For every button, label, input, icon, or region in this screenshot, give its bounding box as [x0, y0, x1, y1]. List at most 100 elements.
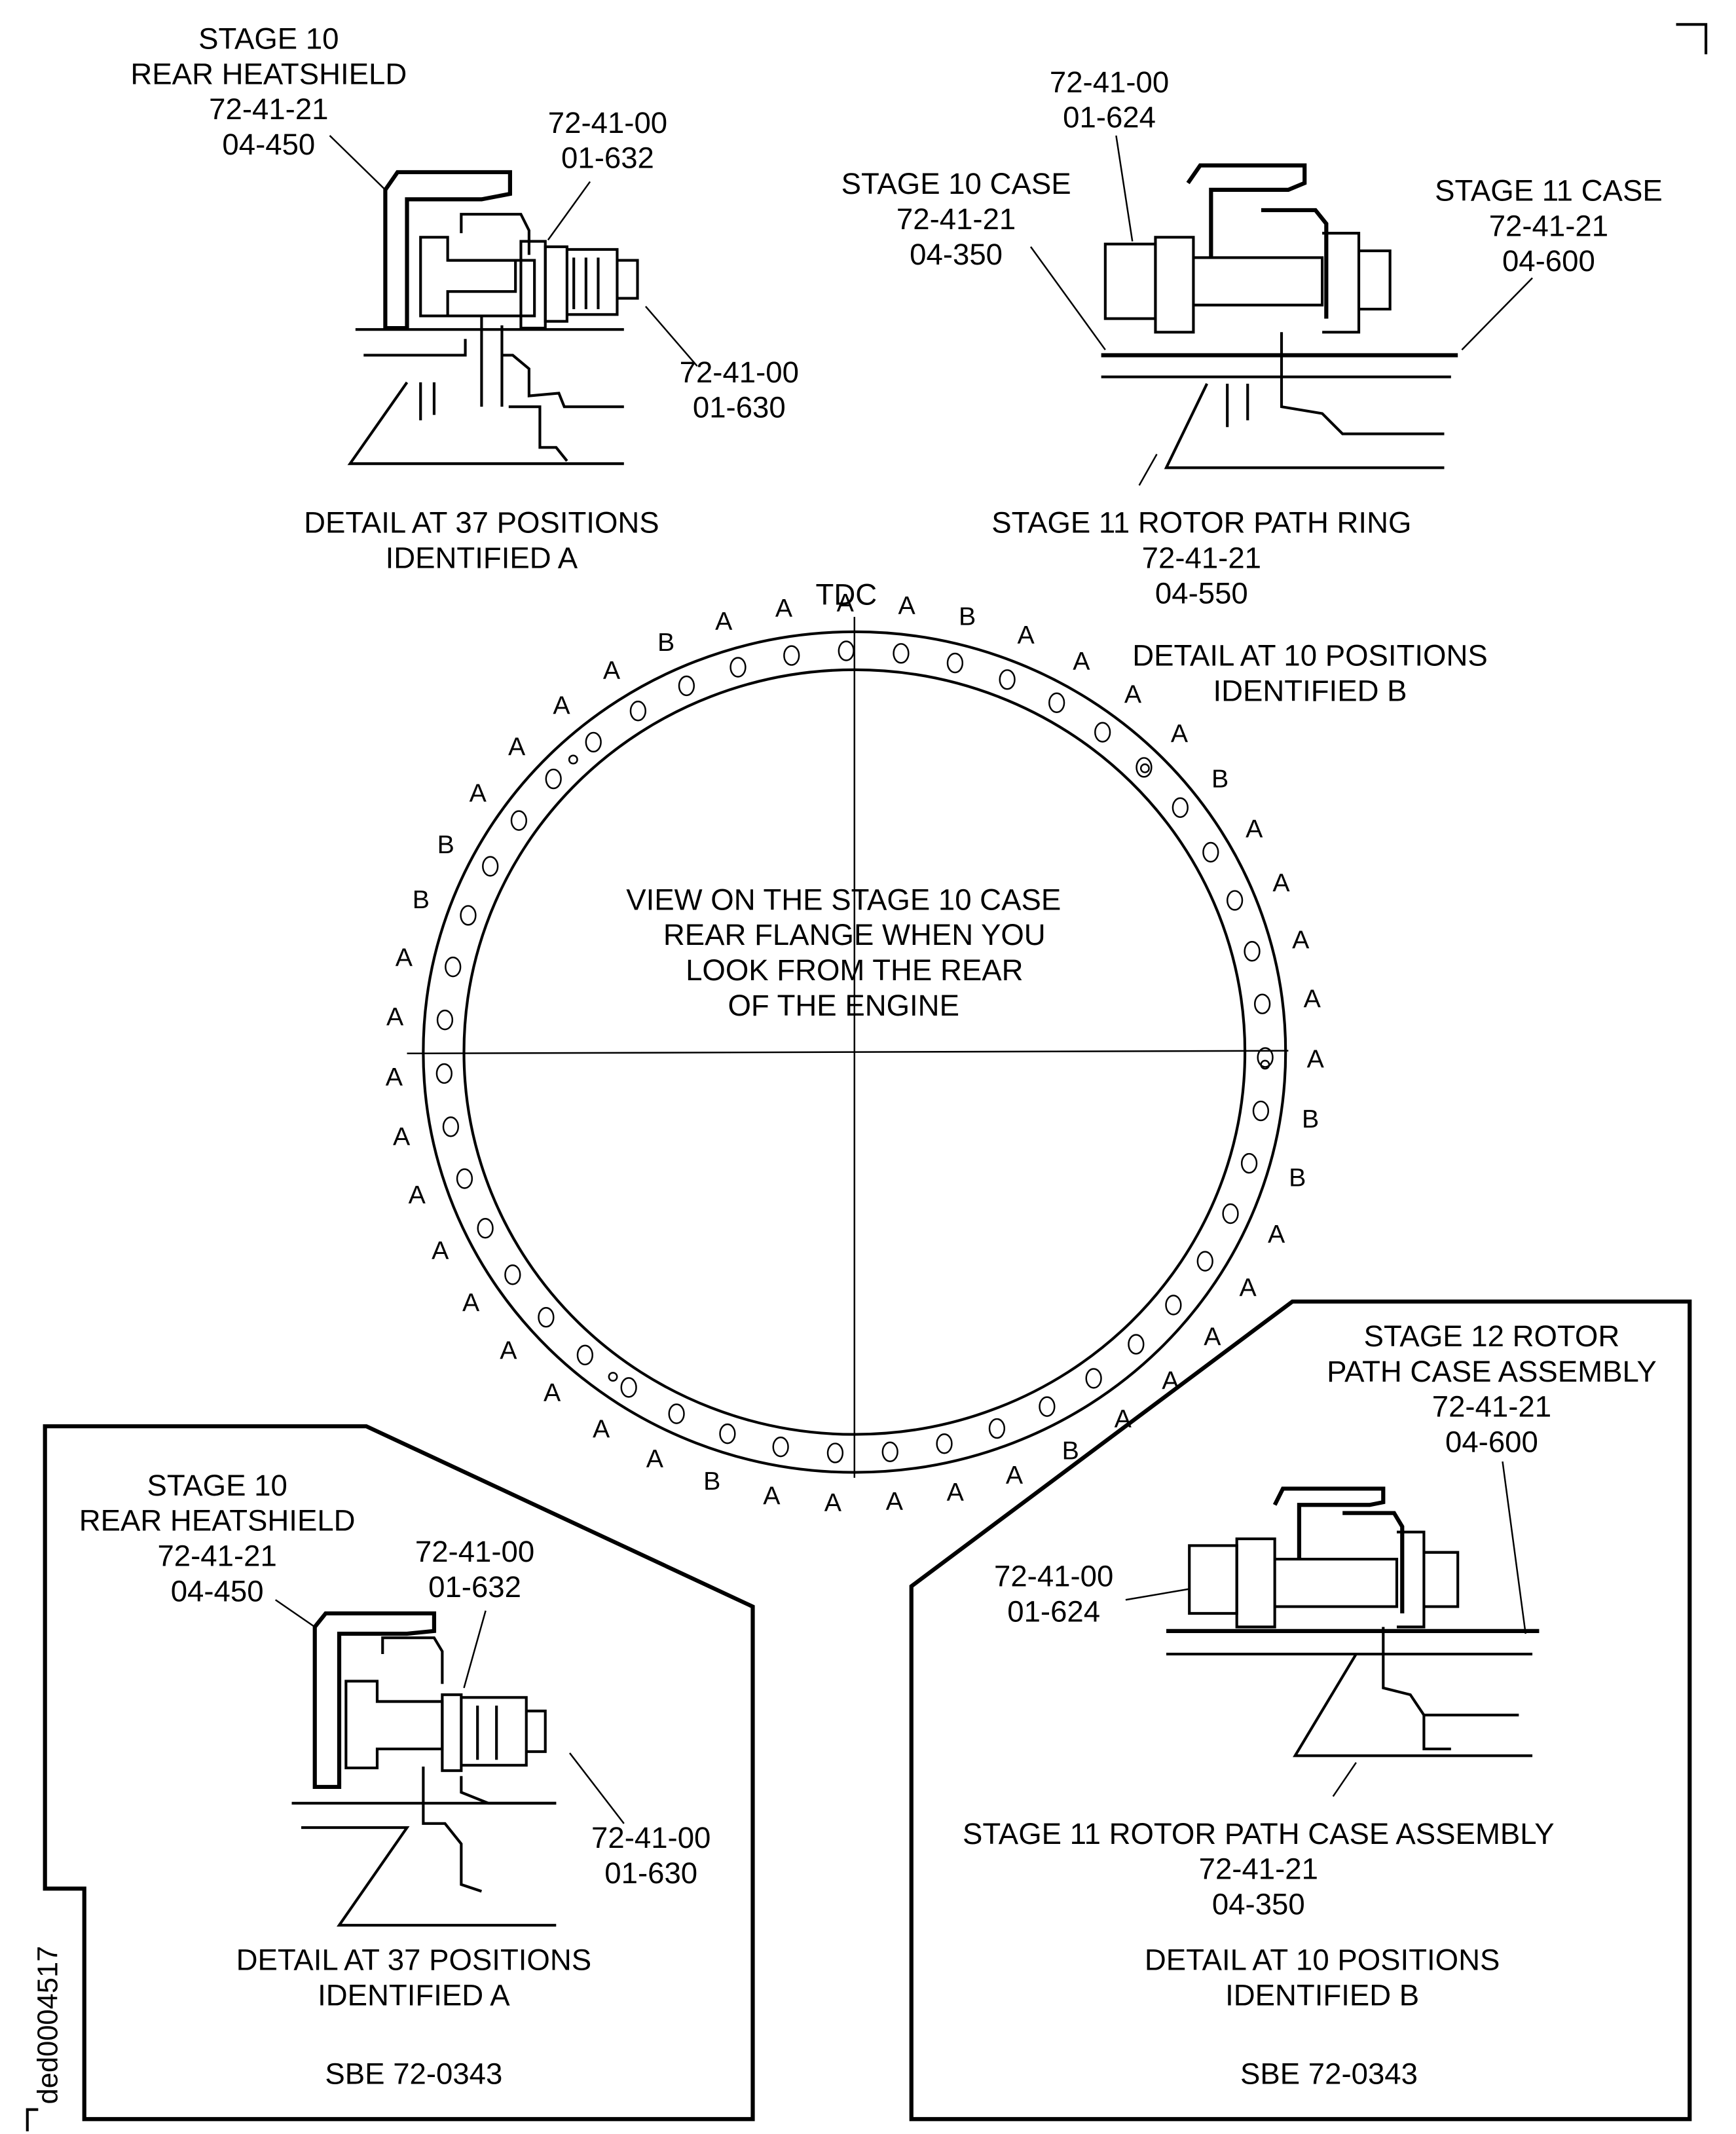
br-bolt-line1: 72-41-00	[994, 1560, 1113, 1593]
br-stage11-line3: 04-350	[1212, 1888, 1305, 1921]
flange-view: TDC VIEW ON THE STAGE 10 CASE REAR FLANG…	[386, 578, 1325, 1517]
position-letter-a: A	[553, 691, 570, 720]
position-letter-a: A	[1017, 621, 1035, 650]
tl-heatshield-line3: 72-41-21	[209, 92, 328, 126]
bolt-hole	[826, 1443, 844, 1463]
position-letter-a: A	[1171, 720, 1189, 748]
bolt-hole	[538, 1306, 555, 1328]
bolt-hole	[576, 1344, 593, 1366]
bolt-hole	[1128, 1334, 1145, 1355]
bolt-hole	[1048, 692, 1065, 714]
position-letter-a: A	[824, 1488, 842, 1517]
flange-caption-line4: OF THE ENGINE	[728, 989, 959, 1022]
bl-frame	[43, 1424, 755, 2122]
bolt-hole	[1165, 1295, 1182, 1315]
bolt-hole	[678, 675, 695, 697]
document-id: ded0004517	[32, 1946, 64, 2105]
locating-hole	[608, 1372, 618, 1382]
position-letter-b: B	[1302, 1105, 1319, 1133]
bolt-hole	[783, 645, 800, 666]
bolt-hole	[772, 1436, 789, 1458]
tl-bolt-line2: 01-630	[693, 391, 786, 424]
position-letter-a: A	[1307, 1044, 1325, 1073]
bolt-hole	[1094, 722, 1111, 743]
top-right-detail-b: 72-41-00 01-624 STAGE 10 CASE 72-41-21 0…	[841, 65, 1663, 610]
bl-heatshield-line3: 72-41-21	[157, 1539, 276, 1572]
position-letter-a: A	[1124, 680, 1142, 708]
bl-heatshield-line2: REAR HEATSHIELD	[79, 1504, 356, 1537]
bolt-hole	[719, 1423, 736, 1444]
br-stage12-line2: PATH CASE ASSEMBLY	[1327, 1355, 1657, 1388]
bolt-hole	[881, 1441, 898, 1463]
bottom-left-detail-a: STAGE 10 REAR HEATSHIELD 72-41-21 04-450…	[43, 1424, 755, 2122]
bolt-hole	[1202, 841, 1219, 863]
bolt-hole	[1136, 757, 1153, 778]
bolt-hole	[545, 768, 562, 790]
bolt-hole	[838, 640, 855, 661]
tl-nut-line2: 01-632	[561, 141, 654, 175]
position-letter-a: A	[396, 943, 413, 972]
bolt-hole	[1085, 1368, 1102, 1389]
position-letter-a: A	[1304, 985, 1321, 1014]
bl-nut-line1: 72-41-00	[415, 1535, 534, 1568]
br-stage11-line1: STAGE 11 ROTOR PATH CASE ASSEMBLY	[963, 1817, 1555, 1850]
tr-ring-line3: 04-550	[1155, 576, 1248, 610]
bolt-hole	[1039, 1396, 1056, 1417]
bolt-hole	[893, 643, 910, 664]
bolt-hole	[445, 956, 462, 978]
bolt-hole	[460, 905, 477, 926]
position-letter-a: A	[763, 1481, 781, 1510]
position-letter-a: A	[1204, 1322, 1221, 1351]
position-letter-b: B	[657, 628, 674, 657]
flange-caption-line3: LOOK FROM THE REAR	[686, 953, 1023, 987]
br-stage12-line4: 04-600	[1445, 1426, 1538, 1459]
position-letter-b: B	[703, 1467, 720, 1496]
bolt-hole	[1244, 941, 1261, 962]
position-letter-a: A	[603, 656, 621, 685]
position-letter-a: A	[1246, 815, 1263, 843]
position-letter-a: A	[386, 1003, 404, 1031]
bl-heatshield-line1: STAGE 10	[147, 1469, 287, 1502]
position-letter-b: B	[1211, 764, 1228, 793]
tr-stage10-line3: 04-350	[910, 238, 1003, 271]
tl-heatshield-line4: 04-450	[222, 128, 315, 161]
position-letter-a: A	[432, 1236, 449, 1265]
bolt-hole	[1254, 993, 1271, 1014]
br-subtitle: IDENTIFIED B	[1225, 1978, 1419, 2012]
bl-heatshield-line4: 04-450	[171, 1574, 264, 1608]
bolt-hole	[620, 1377, 637, 1398]
position-letter-a: A	[886, 1487, 904, 1516]
position-letter-a: A	[1292, 926, 1310, 955]
position-letter-a: A	[593, 1415, 610, 1444]
position-letter-a: A	[646, 1444, 664, 1473]
bl-bolt-line2: 01-630	[604, 1856, 697, 1890]
bolt-hole	[482, 856, 499, 877]
position-letter-a: A	[1268, 1220, 1285, 1249]
bolt-hole	[442, 1116, 460, 1137]
bolt-hole	[988, 1418, 1006, 1439]
position-letter-a: A	[1073, 647, 1090, 676]
bottom-right-detail-b: STAGE 12 ROTOR PATH CASE ASSEMBLY 72-41-…	[909, 1299, 1692, 2122]
bolt-hole	[435, 1063, 452, 1084]
bolt-hole	[1257, 1047, 1274, 1068]
position-letter-a: A	[947, 1478, 965, 1507]
tl-title: DETAIL AT 37 POSITIONS	[304, 506, 659, 540]
tr-stage11-line2: 72-41-21	[1489, 209, 1608, 242]
bolt-hole	[1172, 797, 1189, 819]
tr-stage10-line1: STAGE 10 CASE	[841, 167, 1071, 200]
locating-hole	[568, 754, 578, 765]
br-title: DETAIL AT 10 POSITIONS	[1145, 1943, 1500, 1976]
bl-nut-line2: 01-632	[428, 1570, 521, 1604]
flange-caption-line1: VIEW ON THE STAGE 10 CASE	[626, 883, 1061, 916]
bolt-hole	[999, 669, 1016, 690]
position-letter-a: A	[393, 1122, 411, 1151]
bolt-hole	[1252, 1100, 1270, 1122]
br-stage11-line2: 72-41-21	[1199, 1852, 1318, 1886]
tl-heatshield-line1: STAGE 10	[198, 22, 339, 56]
tr-title: DETAIL AT 10 POSITIONS	[1132, 639, 1488, 672]
bolt-hole	[456, 1168, 473, 1189]
position-letter-a: A	[470, 779, 487, 808]
position-letter-a: A	[775, 594, 793, 623]
tl-subtitle: IDENTIFIED A	[386, 542, 578, 575]
